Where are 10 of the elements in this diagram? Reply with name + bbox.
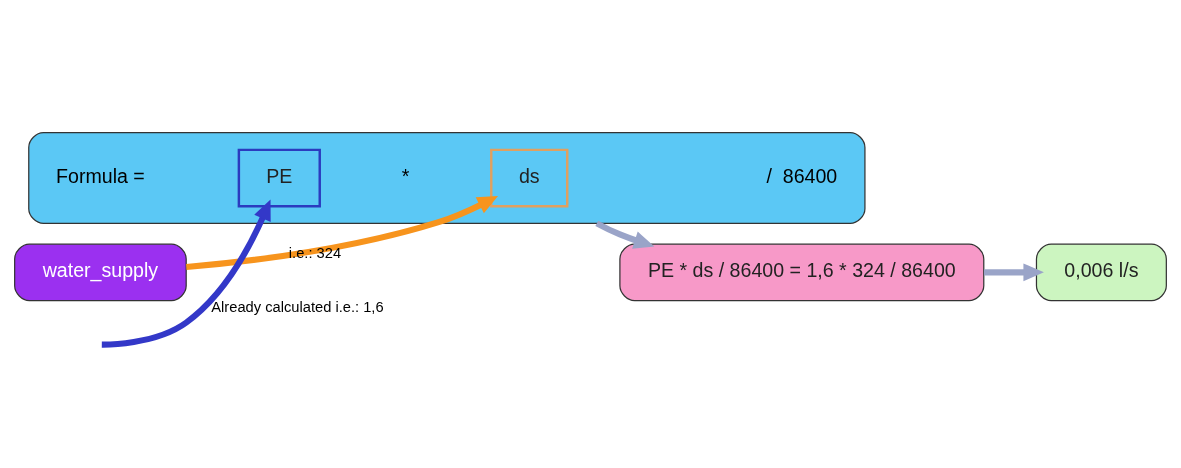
edge-label: Already calculated i.e.: 1,6 [211, 298, 384, 315]
node-box: PE [237, 148, 321, 208]
arrow [984, 263, 1044, 282]
arrow [101, 199, 271, 348]
node-box: ds [490, 148, 569, 208]
node-box: PE * ds / 86400 = 1,6 * 324 / 86400 [619, 243, 985, 302]
arrow [186, 195, 499, 271]
node-box: 0,006 l/s [1035, 243, 1167, 302]
arrow [595, 220, 655, 249]
node-box: water_supply [14, 243, 187, 302]
